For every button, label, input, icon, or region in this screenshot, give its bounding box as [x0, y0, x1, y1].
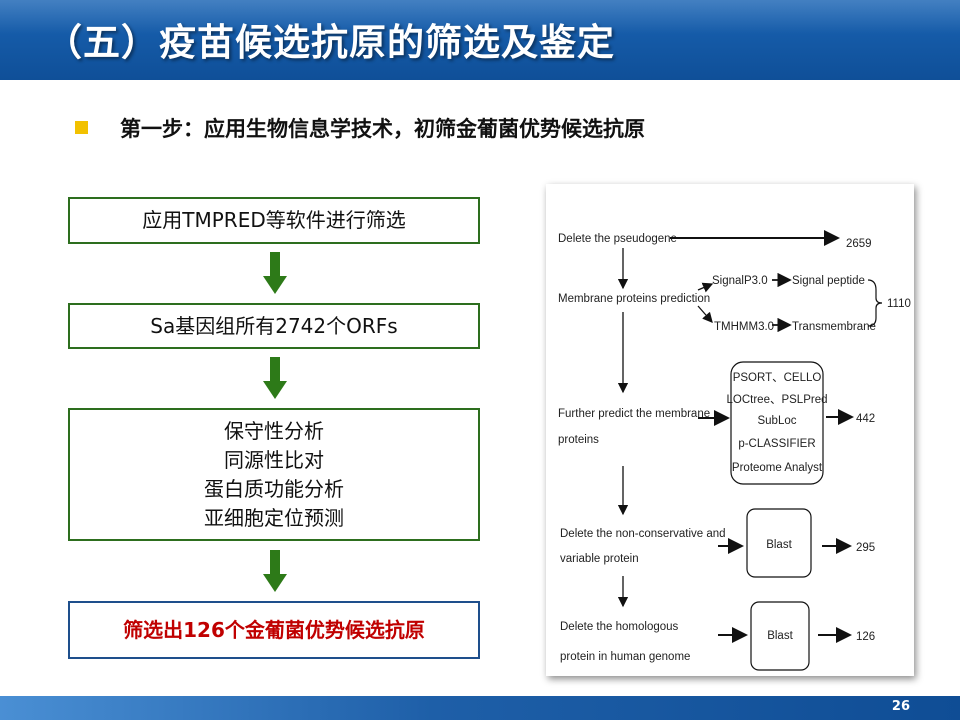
count-442: 442 [856, 413, 875, 425]
arrow-line [697, 305, 713, 323]
nonconservative-label-2: variable protein [560, 553, 639, 565]
page-number: 26 [891, 699, 910, 714]
signalp-label: SignalP3.0 [712, 275, 768, 287]
signal-peptide-label: Signal peptide [792, 275, 865, 287]
count-126: 126 [856, 631, 875, 643]
analysis-line: 亚细胞定位预测 [204, 505, 344, 530]
bracket [867, 279, 883, 327]
flow-step-orfs: Sa基因组所有2742个ORFs [68, 303, 480, 349]
flow-result: 筛选出126个金葡菌优势候选抗原 [68, 601, 480, 659]
slide-subtitle: 第一步：应用生物信息学技术，初筛金葡菌优势候选抗原 [120, 117, 645, 141]
pseudogene-label: Delete the pseudogene [558, 233, 677, 245]
down-arrow-icon [263, 550, 287, 592]
analysis-line: 保守性分析 [224, 418, 324, 443]
flow-step-software: 应用TMPRED等软件进行筛选 [68, 197, 480, 244]
title-bar-shine [0, 0, 960, 34]
bullet-square-icon [75, 121, 88, 134]
homologous-label-2: protein in human genome [560, 651, 690, 663]
further-predict-label-2: proteins [558, 434, 599, 446]
tmhmm-label: TMHMM3.0 [714, 321, 774, 333]
count-2659: 2659 [846, 238, 872, 250]
further-predict-label: Further predict the membrane [558, 408, 710, 420]
flow-step-orfs-text: Sa基因组所有2742个ORFs [150, 313, 398, 338]
analysis-line: 同源性比对 [224, 447, 324, 472]
down-arrow-icon [263, 357, 287, 399]
tool-name: PSORT、CELLO [733, 372, 822, 384]
footer-bar: 26 [0, 696, 960, 720]
flow-step-software-text: 应用TMPRED等软件进行筛选 [142, 208, 406, 232]
nonconservative-label: Delete the non-conservative and [560, 528, 726, 540]
arrow-line [697, 282, 714, 293]
blast-box [750, 601, 810, 671]
blast-box [746, 508, 812, 578]
slide-title: （五）疫苗候选抗原的筛选及鉴定 [45, 21, 615, 64]
tool-name: p-CLASSIFIER [738, 438, 815, 450]
blast-label: Blast [766, 539, 792, 551]
tools-box [730, 361, 824, 485]
title-bar: （五）疫苗候选抗原的筛选及鉴定 [0, 0, 960, 80]
tool-name: SubLoc [757, 415, 796, 427]
tool-name: LOCtree、PSLPred [727, 394, 828, 406]
screening-pipeline-figure: Delete the pseudogene 2659 Membrane prot… [546, 184, 914, 676]
blast-label: Blast [767, 630, 793, 642]
homologous-label: Delete the homologous [560, 621, 679, 633]
transmembrane-label: Transmembrane [792, 321, 876, 333]
flow-result-text: 筛选出126个金葡菌优势候选抗原 [123, 617, 425, 642]
count-295: 295 [856, 542, 875, 554]
count-1110: 1110 [887, 298, 911, 310]
down-arrow-icon [263, 252, 287, 294]
analysis-line: 蛋白质功能分析 [204, 476, 344, 501]
pipeline-diagram: Delete the pseudogene 2659 Membrane prot… [558, 230, 911, 671]
membrane-prediction-label: Membrane proteins prediction [558, 293, 710, 305]
tool-name: Proteome Analyst [732, 462, 823, 474]
flow-step-analysis: 保守性分析 同源性比对 蛋白质功能分析 亚细胞定位预测 [68, 408, 480, 541]
